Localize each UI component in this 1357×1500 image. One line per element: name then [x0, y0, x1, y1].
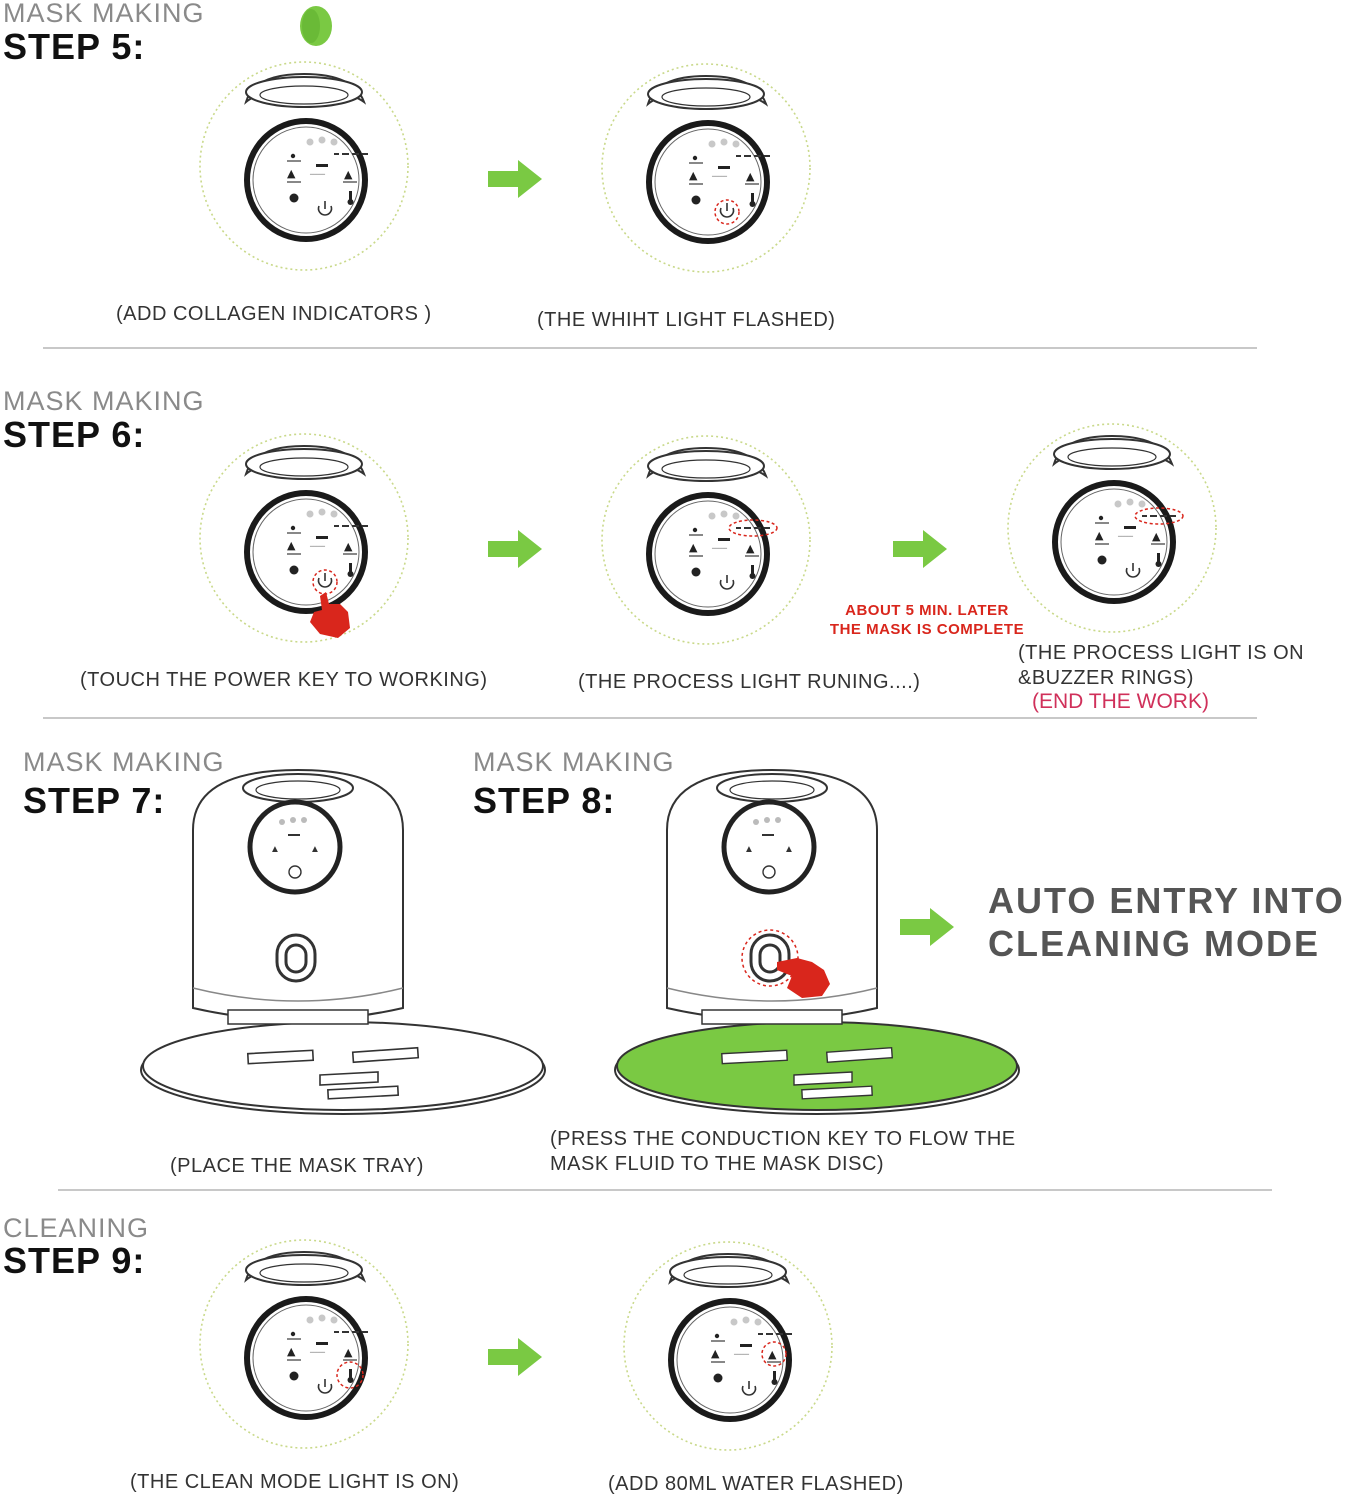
step9-caption-2: (ADD 80ML WATER FLASHED)	[608, 1473, 904, 1495]
step7-category: MASK MAKING	[23, 747, 225, 777]
svg-text:▲: ▲	[344, 168, 353, 181]
power-icon	[719, 203, 735, 218]
section-divider	[43, 717, 1257, 719]
svg-text:▲: ▲	[746, 542, 755, 555]
svg-text:▲: ▲	[344, 1346, 353, 1359]
svg-text:▲: ▲	[689, 169, 698, 182]
device-panel-diagram: ━━━━━ ▲ ▲	[199, 433, 409, 643]
power-icon	[317, 1379, 333, 1394]
section-divider	[58, 1189, 1272, 1191]
step6-note-line1: ABOUT 5 MIN. LATER	[845, 602, 1009, 619]
step6-note-line2: THE MASK IS COMPLETE	[829, 621, 1025, 638]
svg-text:━━━━━: ━━━━━	[733, 1352, 750, 1358]
hand-pointer-icon	[310, 592, 350, 638]
power-icon	[317, 201, 333, 216]
step6-caption-3-line1: (THE PROCESS LIGHT IS ON	[1018, 642, 1305, 664]
device-panel-diagram: ━━━━━ ▲ ▲	[601, 63, 811, 273]
svg-text:▲: ▲	[287, 539, 296, 552]
step8-category: MASK MAKING	[473, 747, 675, 777]
device-panel-diagram: ━━━━━ ▲ ▲	[199, 1239, 409, 1449]
power-icon	[1125, 563, 1141, 578]
step8-result: AUTO ENTRY INTO CLEANING MODE	[988, 879, 1345, 965]
svg-text:▲: ▲	[1095, 529, 1104, 542]
arrow-right-icon	[900, 908, 954, 946]
svg-text:▲: ▲	[287, 167, 296, 180]
step5-caption-2: (THE WHIHT LIGHT FLASHED)	[537, 309, 836, 331]
step8-title: STEP 8:	[473, 780, 616, 821]
svg-text:━━━━━: ━━━━━	[711, 546, 728, 552]
device-panel-diagram: ━━━━━ ▲ ▲	[1007, 423, 1217, 633]
svg-text:▲: ▲	[310, 844, 320, 855]
svg-text:▲: ▲	[689, 541, 698, 554]
svg-text:▲: ▲	[784, 844, 794, 855]
step6-title: STEP 6:	[3, 414, 146, 455]
step9-title: STEP 9:	[3, 1240, 146, 1281]
step7-title: STEP 7:	[23, 780, 166, 821]
arrow-right-icon	[488, 530, 542, 568]
step6-caption-3-line2: &BUZZER RINGS)	[1018, 667, 1194, 689]
step6-end-label: (END THE WORK)	[1032, 690, 1209, 713]
step8-result-line1: AUTO ENTRY INTO	[988, 880, 1345, 921]
svg-text:▲: ▲	[744, 844, 754, 855]
device-panel-diagram: ━━━━━ ▲ ▲	[199, 61, 409, 271]
arrow-right-icon	[488, 160, 542, 198]
step6-caption-1: (TOUCH THE POWER KEY TO WORKING)	[80, 669, 488, 691]
power-icon	[741, 1381, 757, 1396]
step6-category: MASK MAKING	[3, 386, 205, 416]
svg-text:━━━━━: ━━━━━	[309, 544, 326, 550]
arrow-right-icon	[488, 1338, 542, 1376]
machine-with-tray-diagram: ▲▲	[140, 768, 546, 1115]
svg-text:━━━━━: ━━━━━	[1117, 534, 1134, 540]
svg-text:▲: ▲	[344, 540, 353, 553]
step8-caption-line2: MASK FLUID TO THE MASK DISC)	[550, 1153, 885, 1175]
device-panel-diagram: ━━━━━ ▲ ▲	[601, 435, 811, 645]
step5-category: MASK MAKING	[3, 0, 205, 28]
machine-with-filled-tray-diagram: ▲▲	[614, 768, 1020, 1115]
device-panel-diagram: ━━━━━ ▲ ▲	[623, 1241, 833, 1451]
power-icon	[719, 575, 735, 590]
step6-caption-2: (THE PROCESS LIGHT RUNING....)	[578, 671, 921, 693]
step6-time-note: ABOUT 5 MIN. LATER THE MASK IS COMPLETE	[812, 601, 1042, 639]
svg-text:▲: ▲	[768, 1348, 777, 1361]
step7-caption: (PLACE THE MASK TRAY)	[170, 1155, 424, 1177]
svg-text:━━━━━: ━━━━━	[309, 172, 326, 178]
step8-result-line2: CLEANING MODE	[988, 923, 1320, 964]
svg-text:━━━━━: ━━━━━	[711, 174, 728, 180]
arrow-right-icon	[893, 530, 947, 568]
step8-caption-line1: (PRESS THE CONDUCTION KEY TO FLOW THE	[550, 1128, 1016, 1150]
svg-text:▲: ▲	[746, 170, 755, 183]
section-divider	[43, 347, 1257, 349]
step9-caption-1: (THE CLEAN MODE LIGHT IS ON)	[130, 1471, 460, 1493]
indicator-dot-icon	[300, 6, 332, 46]
step5-caption-1: (ADD COLLAGEN INDICATORS )	[116, 303, 432, 325]
svg-text:━━━━━: ━━━━━	[309, 1350, 326, 1356]
svg-text:▲: ▲	[287, 1345, 296, 1358]
step5-title: STEP 5:	[3, 26, 146, 67]
svg-text:▲: ▲	[1152, 530, 1161, 543]
svg-text:▲: ▲	[270, 844, 280, 855]
power-icon	[317, 573, 333, 588]
svg-text:▲: ▲	[711, 1347, 720, 1360]
step9-category: CLEANING	[3, 1213, 150, 1243]
